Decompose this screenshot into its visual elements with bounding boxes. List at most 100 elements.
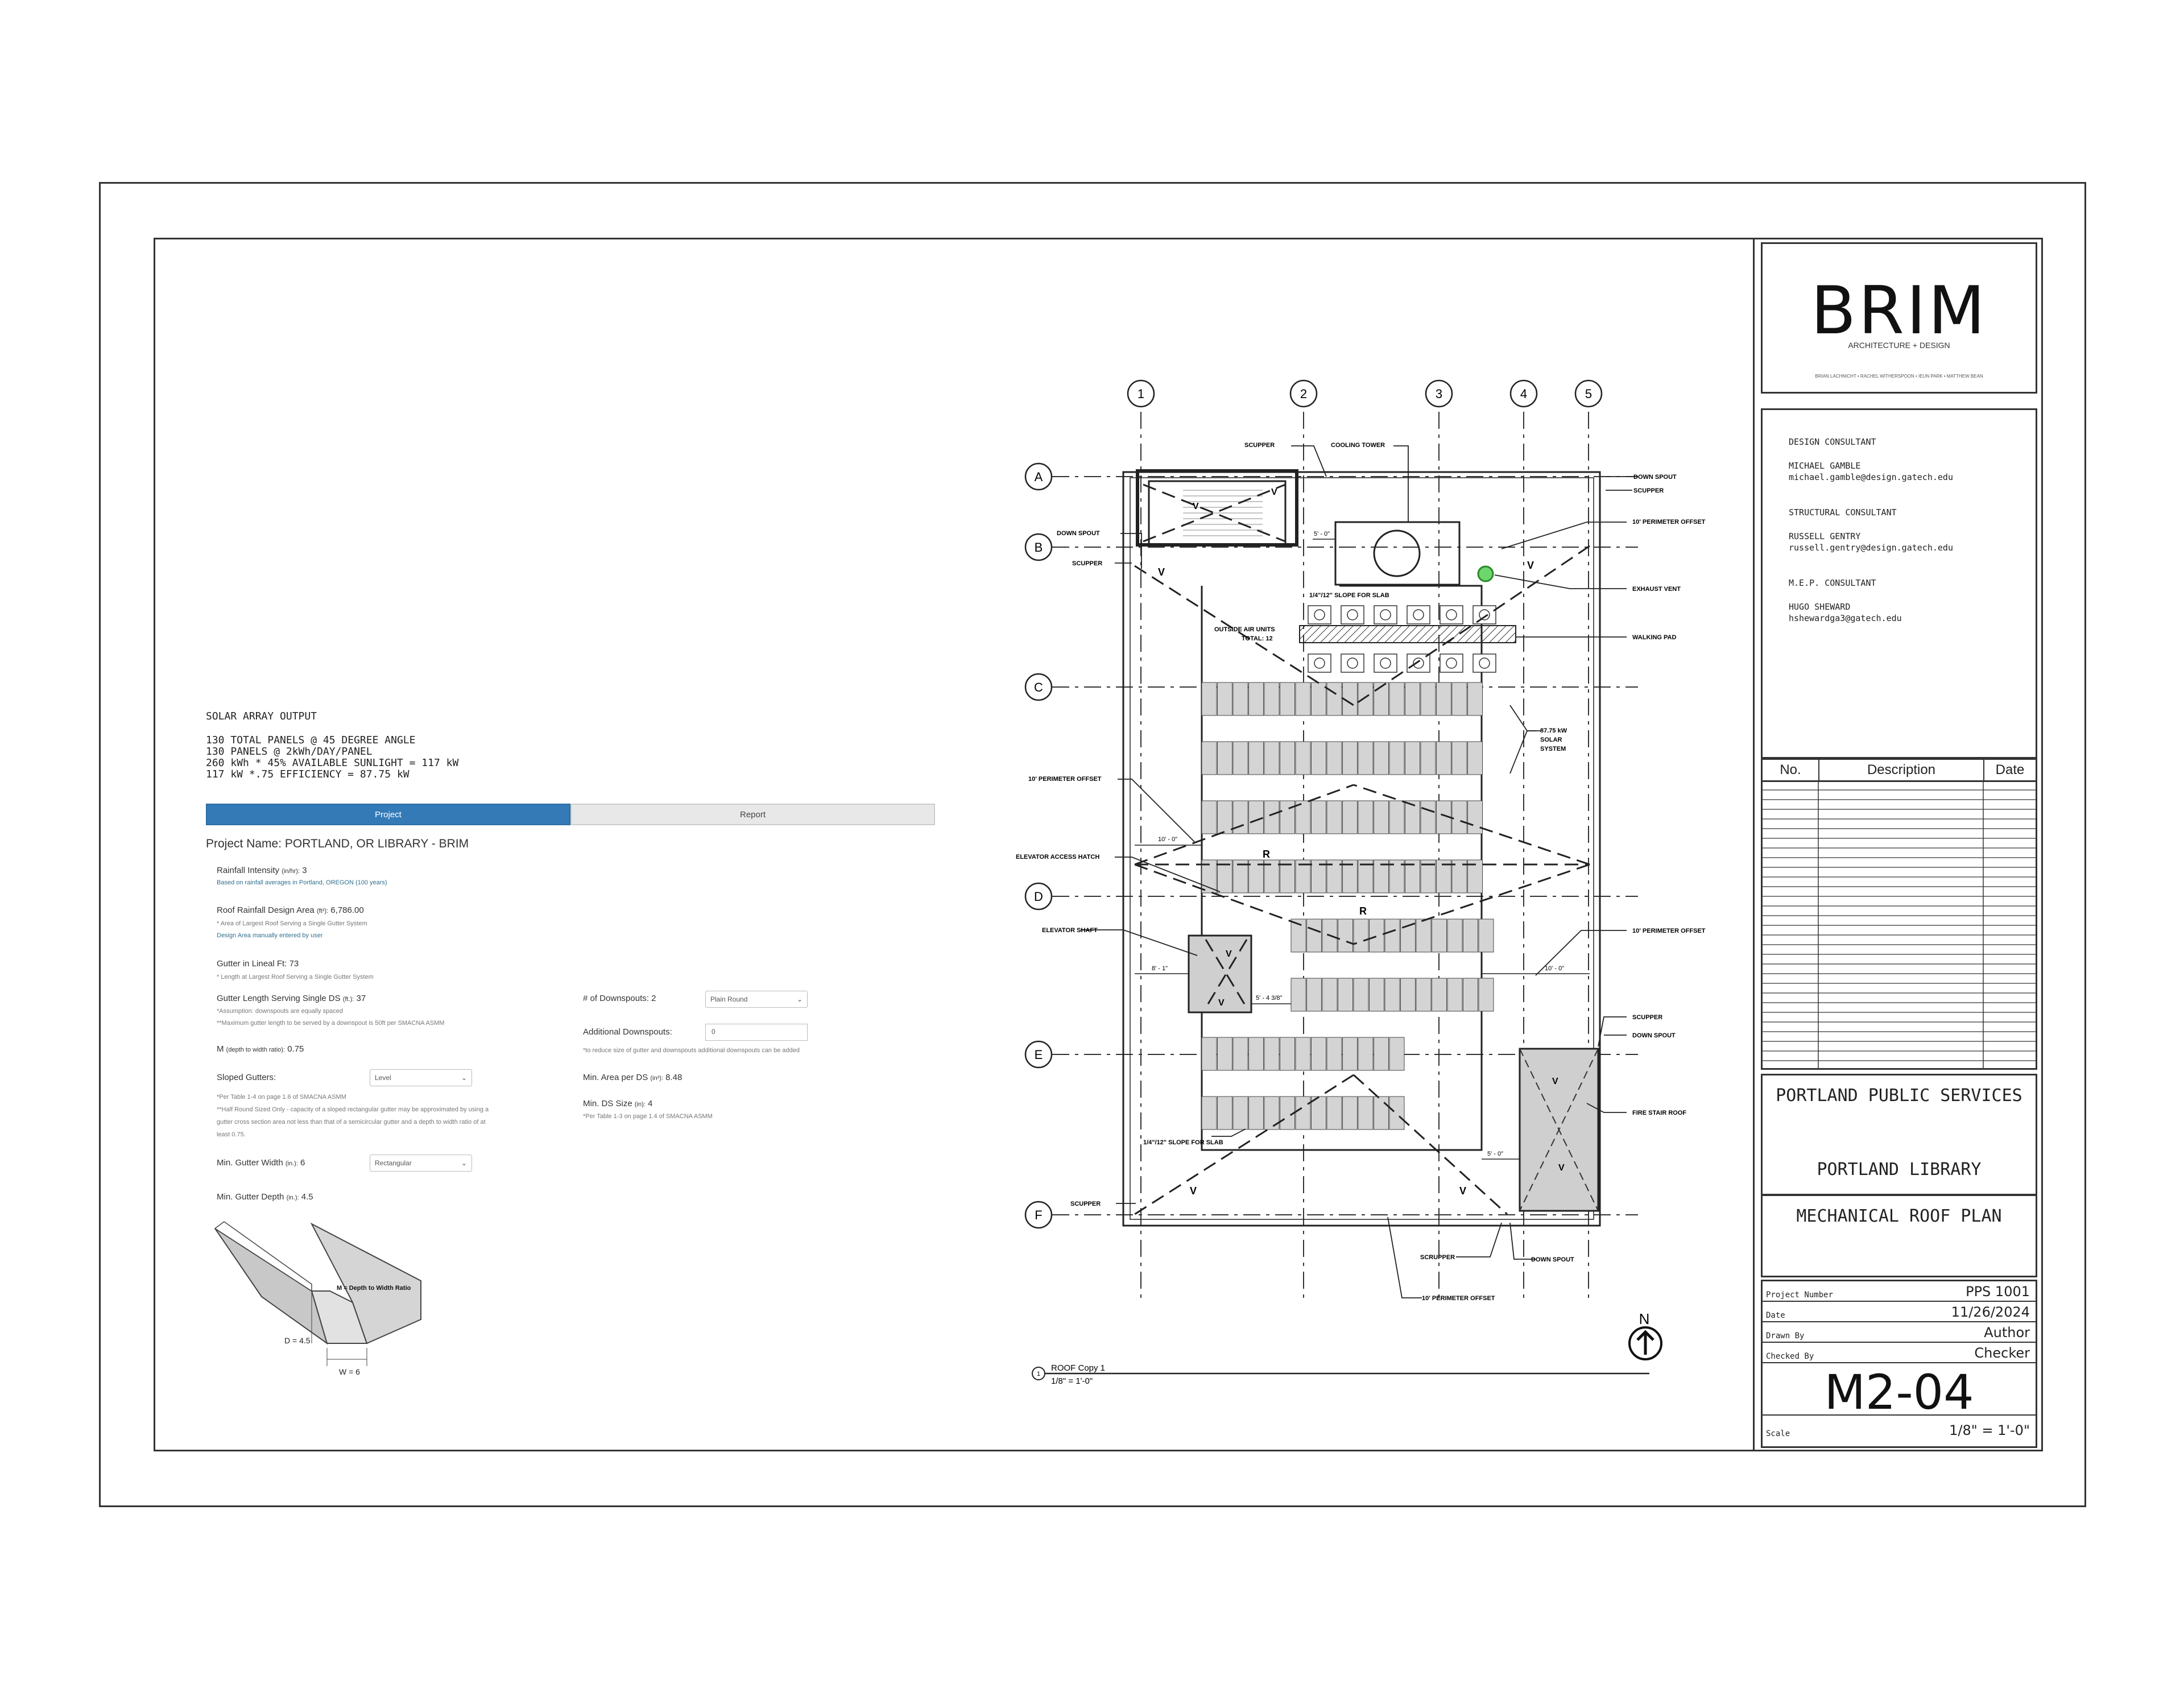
structural-consultant: STRUCTURAL CONSULTANT RUSSELL GENTRY rus… [1789, 507, 2036, 553]
solar-panel [1326, 1096, 1342, 1130]
label-exhaust-vent: EXHAUST VENT [1632, 586, 1681, 593]
solar-line: 117 kW *.75 EFFICIENCY = 87.75 kW [206, 768, 410, 780]
rainfall-label: Rainfall Intensity [217, 866, 280, 875]
valley-marker: V [1459, 1185, 1466, 1197]
additional-downspouts-input[interactable]: 0 [705, 1024, 808, 1041]
solar-panel [1342, 800, 1358, 834]
solar-panel [1311, 1037, 1326, 1071]
solar-panel [1389, 682, 1405, 716]
tab-project[interactable]: Project [206, 804, 570, 825]
downspout-type-select[interactable]: Plain Round ⌄ [705, 991, 808, 1008]
air-unit [1472, 653, 1496, 673]
solar-panel [1353, 978, 1369, 1012]
solar-panel [1326, 859, 1342, 893]
solar-panel [1232, 741, 1248, 775]
grid-bubble-row [1024, 1201, 1053, 1229]
building-outline [1122, 469, 1601, 1227]
min-width-value: 6 [300, 1158, 305, 1168]
ridge-marker: R [1359, 905, 1367, 917]
view-number-bubble [1032, 1367, 1045, 1380]
solar-panel [1232, 682, 1248, 716]
valley-marker: V [1226, 949, 1232, 959]
solar-panel [1405, 682, 1420, 716]
solar-panel [1217, 1037, 1232, 1071]
label-elevator-shaft: ELEVATOR SHAFT [1042, 927, 1098, 934]
gutter-ds-note: **Maximum gutter length to be served by … [217, 1020, 445, 1027]
grid-label-row: B [1035, 540, 1043, 555]
solar-panel [1358, 682, 1374, 716]
exhaust-vent-icon [1477, 565, 1494, 582]
gutter-shape-select[interactable]: Rectangular ⌄ [370, 1155, 472, 1172]
rev-col-description: Description [1819, 760, 1984, 780]
grid-bubble-col [1509, 379, 1538, 408]
label-perimeter-offset-left: 10' PERIMETER OFFSET [1028, 776, 1102, 783]
label-perimeter-offset-right: 10' PERIMETER OFFSET [1632, 928, 1706, 934]
m-label: M [217, 1044, 224, 1054]
sheet-title: MECHANICAL ROOF PLAN [1796, 1206, 2002, 1226]
solar-panel [1389, 741, 1405, 775]
solar-panel [1467, 741, 1483, 775]
firm-tagline: ARCHITECTURE + DESIGN [1848, 341, 1950, 350]
solar-panel [1326, 741, 1342, 775]
rainfall-note[interactable]: Based on rainfall averages in Portland, … [217, 879, 387, 886]
m-unit: (depth to width ratio): [226, 1046, 286, 1053]
date-value: 11/26/2024 [1951, 1304, 2030, 1320]
solar-panel [1248, 859, 1264, 893]
min-depth-field: Min. Gutter Depth (in.): 4.5 [217, 1192, 313, 1202]
solar-panel [1463, 919, 1478, 953]
diagram-w-label: W = 6 [339, 1367, 360, 1376]
solar-panel [1451, 800, 1467, 834]
consultant-name: RUSSELL GENTRY [1789, 531, 1861, 541]
sloped-gutters-label: Sloped Gutters: [217, 1073, 276, 1082]
downspout-type-value: Plain Round [710, 995, 748, 1003]
solar-panel [1374, 1037, 1389, 1071]
project-name-tb: PORTLAND LIBRARY [1817, 1160, 1982, 1180]
solar-panel [1248, 1096, 1264, 1130]
solar-panel [1389, 1096, 1405, 1130]
drawn-by-row: Drawn By Author [1763, 1322, 2036, 1343]
gutter-ds-value: 37 [356, 994, 366, 1003]
grid-label-row: A [1035, 470, 1043, 484]
solar-panel [1420, 741, 1436, 775]
solar-panel [1447, 978, 1463, 1012]
m-value: 0.75 [287, 1044, 304, 1054]
air-unit [1341, 653, 1364, 673]
solar-panel [1389, 1037, 1405, 1071]
solar-panel [1405, 859, 1420, 893]
min-depth-value: 4.5 [301, 1192, 313, 1202]
solar-panel [1248, 682, 1264, 716]
min-ds-label: Min. DS Size [583, 1099, 632, 1108]
label-down-spout-f: DOWN SPOUT [1531, 1256, 1574, 1263]
area-link[interactable]: Design Area manually entered by user [217, 932, 323, 939]
solar-panel [1342, 1037, 1358, 1071]
mep-consultant: M.E.P. CONSULTANT HUGO SHEWARD hshewardg… [1789, 577, 2036, 624]
scale-row: Scale 1/8" = 1'-0" [1763, 1414, 2036, 1438]
m-ratio-field: M (depth to width ratio): 0.75 [217, 1044, 304, 1054]
solar-panel [1467, 800, 1483, 834]
air-unit [1407, 605, 1430, 624]
solar-panel [1248, 1037, 1264, 1071]
solar-panel [1451, 741, 1467, 775]
dim-10-0-left: 10' - 0" [1158, 836, 1177, 843]
solar-panel [1338, 978, 1353, 1012]
label-solar-system: SYSTEM [1540, 746, 1566, 752]
dimension-lines [1135, 539, 1590, 1160]
rainfall-unit: (in/hr): [282, 868, 300, 875]
titleblock-column [1753, 238, 2043, 1451]
sloped-gutters-select[interactable]: Level ⌄ [370, 1069, 472, 1086]
valley-marker: V [1552, 1077, 1558, 1086]
solar-panel [1463, 978, 1478, 1012]
solar-panel [1447, 919, 1463, 953]
air-unit [1308, 653, 1331, 673]
consultants-box: DESIGN CONSULTANT MICHAEL GAMBLE michael… [1761, 408, 2037, 759]
drawn-by-label: Drawn By [1766, 1331, 1805, 1341]
min-width-unit: (in.): [285, 1160, 298, 1167]
area-label: Roof Rainfall Design Area [217, 905, 315, 915]
tab-report[interactable]: Report [570, 804, 935, 825]
rainfall-intensity-field: Rainfall Intensity (in/hr): 3 [217, 866, 307, 875]
air-unit-fan [1479, 609, 1490, 620]
solar-panel [1295, 741, 1311, 775]
air-unit-fan [1347, 609, 1358, 620]
solar-panel [1467, 682, 1483, 716]
min-depth-label: Min. Gutter Depth [217, 1192, 284, 1202]
